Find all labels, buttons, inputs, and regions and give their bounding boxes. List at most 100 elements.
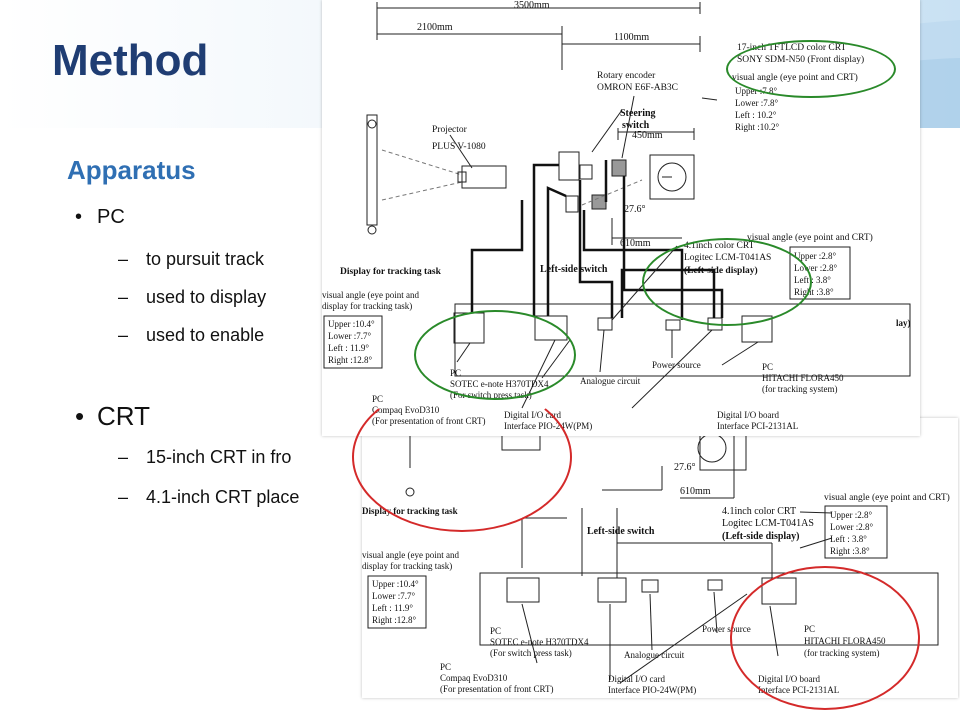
projector-box bbox=[461, 165, 507, 189]
pc-sotec-l3: (For switch press task) bbox=[490, 648, 572, 658]
dio-card-l1: Digital I/O card bbox=[504, 410, 561, 420]
box-power bbox=[665, 319, 681, 331]
left-va-upper: Upper :2.8° bbox=[794, 251, 836, 261]
pc-compaq-l2: Compaq EvoD310 bbox=[440, 673, 508, 683]
projector-l2: PLUS V-1080 bbox=[432, 142, 486, 152]
pc-hitachi-l2: HITACHI FLORA450 bbox=[762, 373, 844, 383]
box-hitachi bbox=[741, 315, 773, 343]
pc-compaq-l2: Compaq EvoD310 bbox=[372, 405, 440, 415]
top-diagram-panel: 3500mm 2100mm 1100mm 17-inch TFTLCD colo… bbox=[322, 0, 920, 436]
tracking-display-label: Display for tracking task bbox=[362, 506, 458, 516]
dio-card-l1: Digital I/O card bbox=[608, 674, 665, 684]
dio-card-l2: Interface PIO-24W(PM) bbox=[504, 421, 592, 431]
track-va-right: Right :12.8° bbox=[372, 615, 417, 625]
pc-sotec-l2: SOTEC e-note H370TDX4 bbox=[490, 637, 589, 647]
dim-left: 2100mm bbox=[417, 22, 453, 33]
left-display-l1: 4.1inch color CRT bbox=[684, 241, 755, 251]
front-va-upper: Upper :7.8° bbox=[735, 86, 777, 96]
track-va-lower: Lower :7.7° bbox=[328, 331, 371, 341]
analogue-label: Analogue circuit bbox=[580, 376, 641, 386]
screen-bar bbox=[366, 114, 378, 226]
left-va-right: Right :3.8° bbox=[794, 287, 834, 297]
track-va-left: Left : 11.9° bbox=[372, 603, 413, 613]
front-va-left: Left : 10.2° bbox=[735, 110, 777, 120]
bullet-crt: •CRT bbox=[75, 401, 150, 431]
track-va-l2: display for tracking task) bbox=[362, 561, 452, 571]
angle-label: 27.6° bbox=[674, 462, 696, 473]
bottom-diagram: 27.6° 610mm Display for tracking task Le… bbox=[362, 425, 950, 695]
pc-sotec-l2: SOTEC e-note H370TDX4 bbox=[450, 379, 549, 389]
angle-label: 27.6° bbox=[624, 204, 646, 215]
left-va-box bbox=[824, 505, 888, 559]
pc-sotec-l1: PC bbox=[450, 368, 461, 378]
left-va-box bbox=[789, 246, 851, 300]
box-power bbox=[707, 579, 723, 591]
pc-sotec-l1: PC bbox=[490, 626, 501, 636]
pc-compaq-l1: PC bbox=[372, 394, 383, 404]
pc-hitachi-l2: HITACHI FLORA450 bbox=[804, 636, 886, 646]
track-va-right: Right :12.8° bbox=[328, 355, 373, 365]
front-display-l2: SONY SDM-N50 (Front display) bbox=[737, 54, 864, 65]
left-va-left: Left : 3.8° bbox=[830, 534, 867, 544]
power-label: Power source bbox=[702, 624, 751, 634]
pc-hitachi-l1: PC bbox=[762, 362, 773, 372]
eye-box bbox=[649, 154, 695, 200]
rotary-box bbox=[558, 151, 580, 181]
box-analogue bbox=[641, 579, 659, 593]
pc-hitachi-l3: (for tracking system) bbox=[804, 648, 879, 658]
steering-l1: Steering bbox=[620, 108, 656, 119]
tracking-display-label: Display for tracking task bbox=[340, 267, 442, 277]
steering-l2: switch bbox=[622, 120, 650, 131]
left-display-l3: (Left-side display) bbox=[684, 265, 758, 276]
rotary-l2: OMRON E6F-AB3C bbox=[597, 83, 678, 93]
pc-compaq-l3: (For presentation of front CRT) bbox=[372, 416, 485, 426]
left-display-l2: Logitec LCM-T041AS bbox=[722, 518, 814, 529]
bullet-crt-sub-2: –4.1-inch CRT place bbox=[118, 487, 300, 507]
left-switch-label: Left-side switch bbox=[540, 264, 608, 275]
box-analogue bbox=[597, 317, 613, 331]
dim-610: 610mm bbox=[620, 238, 651, 249]
section-heading: Apparatus bbox=[67, 155, 196, 185]
dio-board-l1: Digital I/O board bbox=[758, 674, 820, 684]
track-va-left: Left : 11.9° bbox=[328, 343, 369, 353]
dim-total: 3500mm bbox=[514, 0, 550, 11]
box-compaq bbox=[453, 312, 485, 344]
desk-outline bbox=[479, 572, 939, 646]
left-va-left: Left : 3.8° bbox=[794, 275, 831, 285]
left-display-l2: Logitec LCM-T041AS bbox=[684, 253, 771, 263]
track-va-lower: Lower :7.7° bbox=[372, 591, 415, 601]
track-va-upper: Upper :10.4° bbox=[372, 579, 419, 589]
front-va-title: visual angle (eye point and CRT) bbox=[732, 72, 858, 83]
bullet-crt-sub-1: –15-inch CRT in fro bbox=[118, 447, 292, 467]
dio-card-l2: Interface PIO-24W(PM) bbox=[608, 685, 696, 695]
analogue-label: Analogue circuit bbox=[624, 650, 685, 660]
bullet-pc-sub-3: –used to enable bbox=[118, 325, 265, 345]
edge-text: lay) bbox=[896, 318, 911, 328]
dim-450: 450mm bbox=[632, 130, 663, 141]
power-label: Power source bbox=[652, 360, 701, 370]
top-diagram: 3500mm 2100mm 1100mm 17-inch TFTLCD colo… bbox=[322, 0, 911, 431]
bullet-pc-sub-2: –used to display bbox=[118, 287, 267, 307]
box-sotec bbox=[597, 577, 627, 603]
left-va-right: Right :3.8° bbox=[830, 546, 870, 556]
left-va-title: visual angle (eye point and CRT) bbox=[747, 232, 873, 243]
cable-paths bbox=[470, 160, 724, 320]
slide-title: Method bbox=[52, 36, 209, 85]
left-va-upper: Upper :2.8° bbox=[830, 510, 872, 520]
track-va-box bbox=[367, 575, 427, 629]
pc-compaq-l1: PC bbox=[440, 662, 451, 672]
pc-hitachi-l3: (for tracking system) bbox=[762, 384, 837, 394]
box-hitachi bbox=[761, 577, 797, 605]
left-va-lower: Lower :2.8° bbox=[830, 522, 873, 532]
dim-right: 1100mm bbox=[614, 32, 649, 43]
left-va-lower: Lower :2.8° bbox=[794, 263, 837, 273]
front-va-lower: Lower :7.8° bbox=[735, 98, 778, 108]
front-va-right: Right :10.2° bbox=[735, 122, 780, 132]
pc-sotec-l3: (For switch press task) bbox=[450, 390, 532, 400]
projector-l1: Projector bbox=[432, 125, 468, 135]
bullet-pc: •PC bbox=[75, 206, 125, 228]
eye-circle bbox=[657, 162, 687, 192]
dio-board-l2: Interface PCI-2131AL bbox=[717, 421, 798, 431]
left-display-l3: (Left-side display) bbox=[722, 531, 800, 542]
track-va-l1: visual angle (eye point and bbox=[362, 550, 459, 560]
